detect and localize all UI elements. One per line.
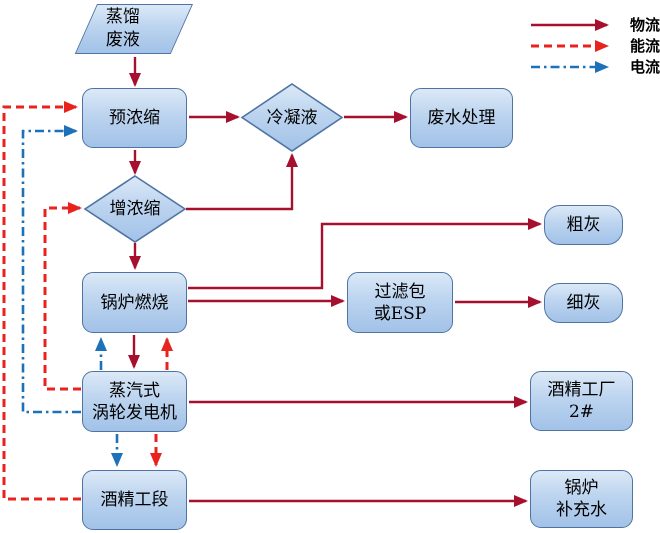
node-alcohol-section: 酒精工段: [82, 470, 187, 530]
edge-boiler-to-coarse-ash: [188, 218, 542, 290]
node-coarse-ash: 粗灰: [544, 205, 623, 245]
node-label: 增浓缩: [109, 198, 161, 219]
electric-flow-line-icon: [531, 60, 609, 73]
node-label: 废水处理: [427, 108, 496, 128]
node-condensate: 冷凝液: [247, 104, 337, 131]
node-filter-bag-esp: 过滤包 或ESP: [347, 272, 453, 333]
edge-re-concentration-to-condensate: [186, 153, 298, 211]
node-label: 涡轮发电机: [92, 402, 177, 423]
node-label: 酒精工厂: [547, 380, 616, 400]
node-wastewater-treatment: 废水处理: [410, 88, 513, 148]
edge-alcohol-section-to-pre-concentration-energy: [2, 101, 81, 501]
condensate-diamond-shape: [240, 83, 344, 152]
node-label: 过滤包: [374, 281, 426, 302]
legend-row-energy: 能流: [528, 35, 660, 56]
node-label: 蒸馏: [105, 7, 140, 27]
node-label: 预浓缩: [109, 108, 160, 128]
node-label: 废液: [105, 30, 140, 50]
node-label: 冷凝液: [266, 107, 318, 128]
legend-label-material: 物流: [629, 16, 660, 34]
node-boiler-combustion: 锅炉燃烧: [82, 272, 187, 333]
legend-label-energy: 能流: [629, 37, 660, 55]
node-label: 2#: [568, 402, 595, 422]
node-label: 粗灰: [566, 215, 601, 235]
energy-flow-line-icon: [531, 39, 609, 52]
node-boiler-makeup-water: 锅炉 补充水: [530, 470, 633, 528]
node-pre-concentration: 预浓缩: [82, 88, 187, 148]
material-flow-line-icon: [531, 18, 609, 31]
legend-row-material: 物流: [528, 14, 660, 35]
legend-row-electric: 电流: [528, 56, 660, 77]
node-label: 酒精工段: [100, 490, 169, 510]
node-label: 补充水: [556, 500, 607, 520]
legend-label-electric: 电流: [629, 58, 660, 76]
node-fine-ash: 细灰: [544, 283, 623, 323]
node-re-concentration: 增浓缩: [90, 195, 180, 222]
re-concentration-diamond-shape: [83, 175, 187, 243]
node-label: 锅炉: [564, 478, 599, 498]
legend: 物流 能流 电流: [528, 14, 660, 77]
node-label: 细灰: [566, 293, 601, 313]
node-alcohol-factory-2: 酒精工厂 2#: [530, 371, 633, 431]
edge-steam-turbine-to-pre-concentration-electric: [21, 125, 81, 414]
node-label: 或ESP: [373, 303, 427, 324]
node-label: 锅炉燃烧: [100, 292, 169, 313]
edge-steam-turbine-to-re-concentration-energy: [43, 202, 82, 391]
node-label: 蒸汽式: [109, 380, 160, 401]
node-steam-turbine-generator: 蒸汽式 涡轮发电机: [82, 371, 187, 432]
